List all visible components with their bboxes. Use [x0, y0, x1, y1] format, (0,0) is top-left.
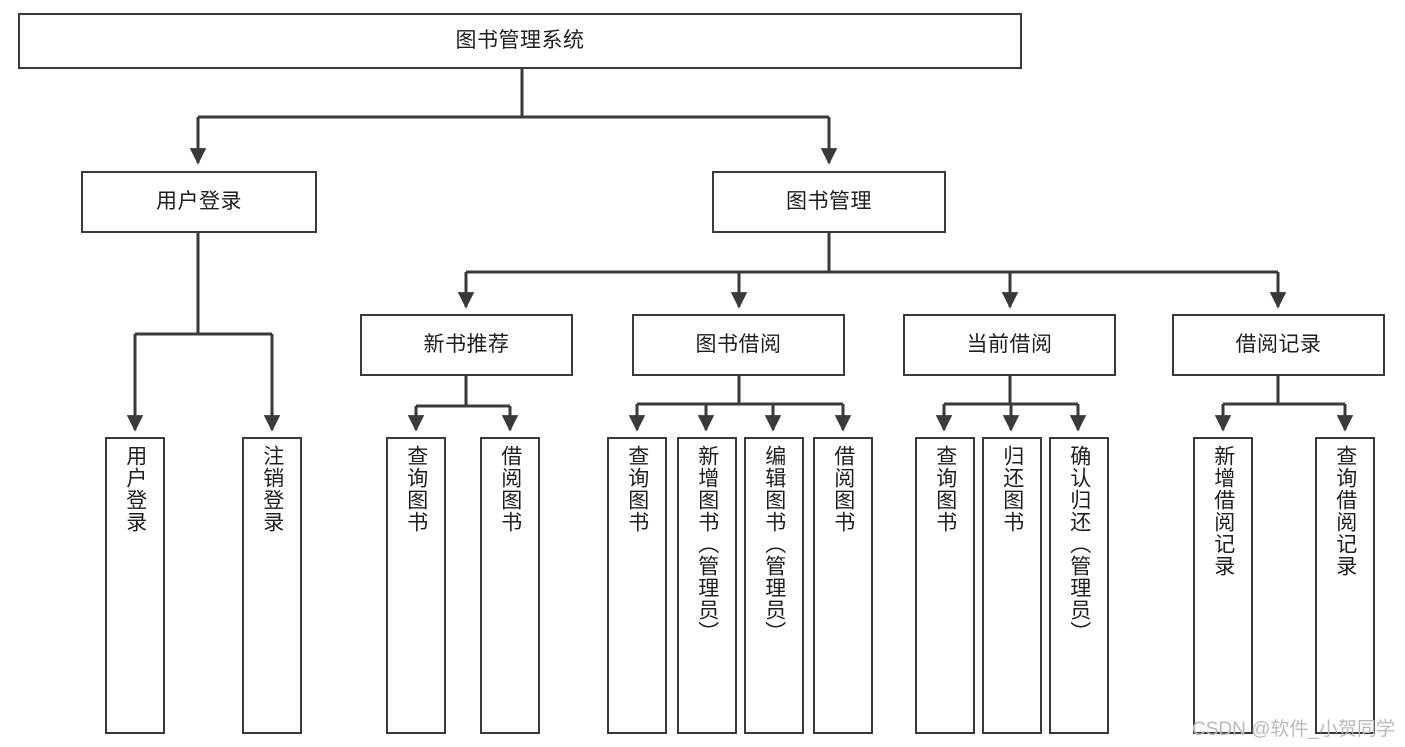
node-current-borrow[interactable]: 当前借阅	[903, 314, 1116, 376]
leaf-borrow-book-2[interactable]: 借阅图书	[813, 437, 873, 734]
node-book-borrow-label: 图书借阅	[695, 332, 782, 356]
node-user-login-label: 用户登录	[156, 189, 242, 213]
node-root-label: 图书管理系统	[455, 28, 585, 52]
leaf-user-login[interactable]: 用户登录	[105, 437, 165, 734]
node-book-management[interactable]: 图书管理	[712, 171, 946, 233]
leaf-edit-book[interactable]: 编辑图书（管理员）	[744, 437, 804, 734]
leaf-query-book-1[interactable]: 查询图书	[386, 437, 446, 734]
leaf-query-record[interactable]: 查询借阅记录	[1315, 437, 1375, 734]
leaf-confirm-return[interactable]: 确认归还（管理员）	[1049, 437, 1109, 734]
node-root[interactable]: 图书管理系统	[18, 13, 1022, 69]
node-borrow-record[interactable]: 借阅记录	[1172, 314, 1385, 376]
node-book-management-label: 图书管理	[786, 189, 872, 213]
node-borrow-record-label: 借阅记录	[1235, 332, 1322, 356]
leaf-query-book-3[interactable]: 查询图书	[915, 437, 975, 734]
leaf-query-book-2[interactable]: 查询图书	[607, 437, 667, 734]
leaf-add-record[interactable]: 新增借阅记录	[1193, 437, 1253, 734]
leaf-return-book[interactable]: 归还图书	[982, 437, 1042, 734]
leaf-query-book-2-label: 查询图书	[625, 445, 649, 533]
leaf-logout-login-label: 注销登录	[260, 445, 284, 533]
leaf-logout-login[interactable]: 注销登录	[242, 437, 302, 734]
leaf-add-record-label: 新增借阅记录	[1211, 445, 1235, 577]
leaf-query-book-3-label: 查询图书	[933, 445, 957, 533]
watermark: CSDN @软件_小贺同学	[1192, 719, 1395, 740]
node-new-book-recommend[interactable]: 新书推荐	[360, 314, 573, 376]
leaf-return-book-label: 归还图书	[1000, 445, 1024, 533]
leaf-edit-book-label: 编辑图书（管理员）	[762, 445, 786, 643]
node-current-borrow-label: 当前借阅	[966, 332, 1053, 356]
leaf-user-login-label: 用户登录	[123, 445, 147, 533]
node-user-login[interactable]: 用户登录	[81, 171, 317, 233]
leaf-query-book-1-label: 查询图书	[404, 445, 428, 533]
leaf-confirm-return-label: 确认归还（管理员）	[1067, 445, 1091, 643]
node-new-book-recommend-label: 新书推荐	[423, 332, 510, 356]
leaf-add-book[interactable]: 新增图书（管理员）	[677, 437, 737, 734]
leaf-add-book-label: 新增图书（管理员）	[695, 445, 719, 643]
node-book-borrow[interactable]: 图书借阅	[632, 314, 845, 376]
leaf-query-record-label: 查询借阅记录	[1333, 445, 1357, 577]
leaf-borrow-book-1-label: 借阅图书	[498, 445, 522, 533]
leaf-borrow-book-1[interactable]: 借阅图书	[480, 437, 540, 734]
leaf-borrow-book-2-label: 借阅图书	[831, 445, 855, 533]
